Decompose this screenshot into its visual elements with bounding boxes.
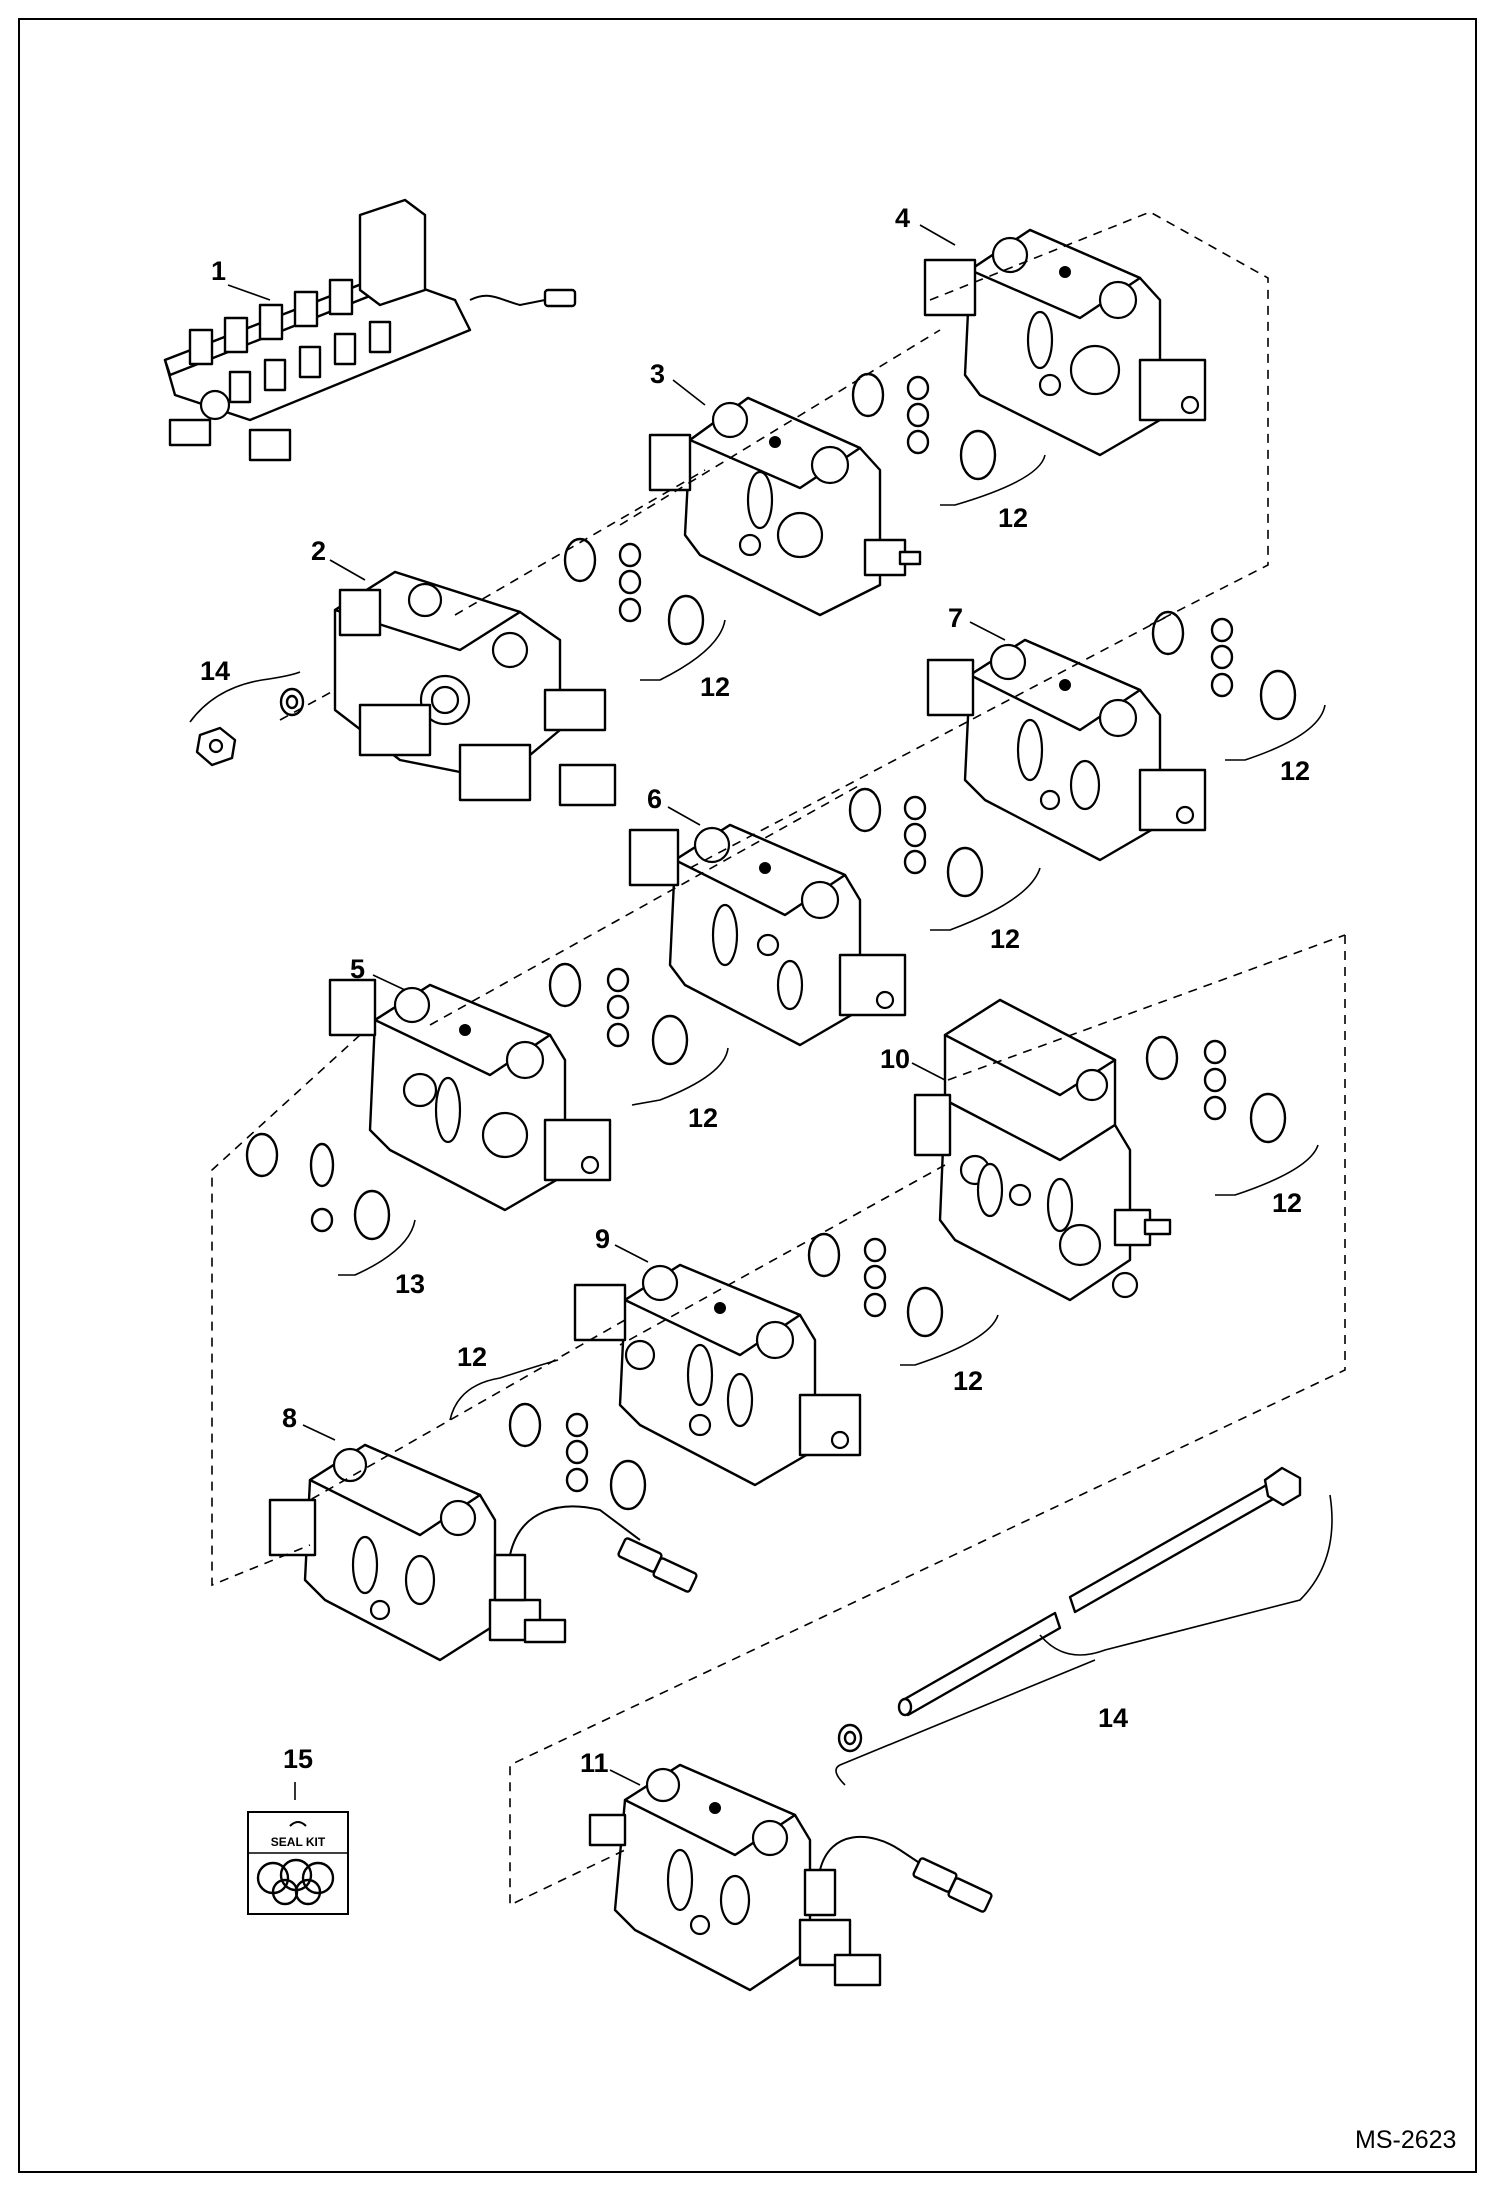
o-ring-group-10 (1145, 1035, 1287, 1144)
part-2-inlet-section (333, 570, 617, 807)
callout-leaders (189, 224, 1333, 1800)
drawing-border (18, 18, 1477, 2173)
part-10-valve-section-with-cap (913, 998, 1172, 1302)
seal-kit-box: SEAL KIT (247, 1811, 349, 1915)
callout-12-g: 12 (953, 1366, 983, 1396)
callout-4: 4 (895, 203, 910, 233)
part-14-nut-and-washer (195, 687, 305, 767)
callout-14-a: 14 (200, 656, 230, 686)
callout-14-b: 14 (1098, 1703, 1128, 1733)
callout-10: 10 (880, 1044, 910, 1074)
o-ring-group-7 (1151, 610, 1297, 721)
callout-6: 6 (647, 784, 662, 814)
callout-7: 7 (948, 603, 963, 633)
o-ring-group-9 (807, 1232, 944, 1338)
callout-8: 8 (282, 1403, 297, 1433)
callout-2: 2 (311, 536, 326, 566)
callout-13: 13 (395, 1269, 425, 1299)
callout-12-c: 12 (1280, 756, 1310, 786)
callout-12-e: 12 (688, 1103, 718, 1133)
o-ring-group-3 (563, 537, 705, 646)
o-ring-group-6 (848, 787, 984, 898)
part-14-tie-rod (837, 1466, 1302, 1753)
callout-12-d: 12 (990, 924, 1020, 954)
part-5-valve-section (328, 978, 612, 1212)
callout-11: 11 (580, 1748, 609, 1778)
callout-15: 15 (283, 1744, 313, 1774)
callout-9: 9 (595, 1224, 610, 1254)
o-ring-group-8 (508, 1402, 647, 1511)
part-1-valve-assembly (163, 198, 577, 462)
callout-3: 3 (650, 359, 665, 389)
callout-12-h: 12 (457, 1342, 487, 1372)
part-7-valve-section (926, 638, 1207, 862)
drawing-number: MS-2623 (1355, 2126, 1456, 2154)
part-6-valve-section (628, 823, 907, 1047)
callout-1: 1 (211, 256, 226, 286)
o-ring-set-icon (256, 1858, 335, 1906)
part-3-valve-section (648, 396, 922, 617)
callout-5: 5 (350, 954, 365, 984)
callout-labels: 1 2 3 4 5 6 7 8 9 10 11 12 12 12 12 12 1… (200, 203, 1310, 1778)
o-ring-group-5 (548, 962, 689, 1066)
callout-12-a: 12 (998, 503, 1028, 533)
part-11-valve-section-with-sensor (588, 1763, 993, 1992)
assembly-centerlines (211, 211, 1346, 1907)
part-8-valve-section-with-sensor (268, 1443, 698, 1662)
kit-clip-icon (289, 1821, 307, 1827)
part-1-spool-row (188, 278, 392, 404)
part-4-valve-section (923, 228, 1207, 457)
part-9-valve-section (573, 1263, 862, 1487)
callout-12-f: 12 (1272, 1188, 1302, 1218)
callout-12-b: 12 (700, 672, 730, 702)
seal-kit-label: SEAL KIT (271, 1835, 326, 1849)
o-ring-group-13 (245, 1132, 391, 1241)
